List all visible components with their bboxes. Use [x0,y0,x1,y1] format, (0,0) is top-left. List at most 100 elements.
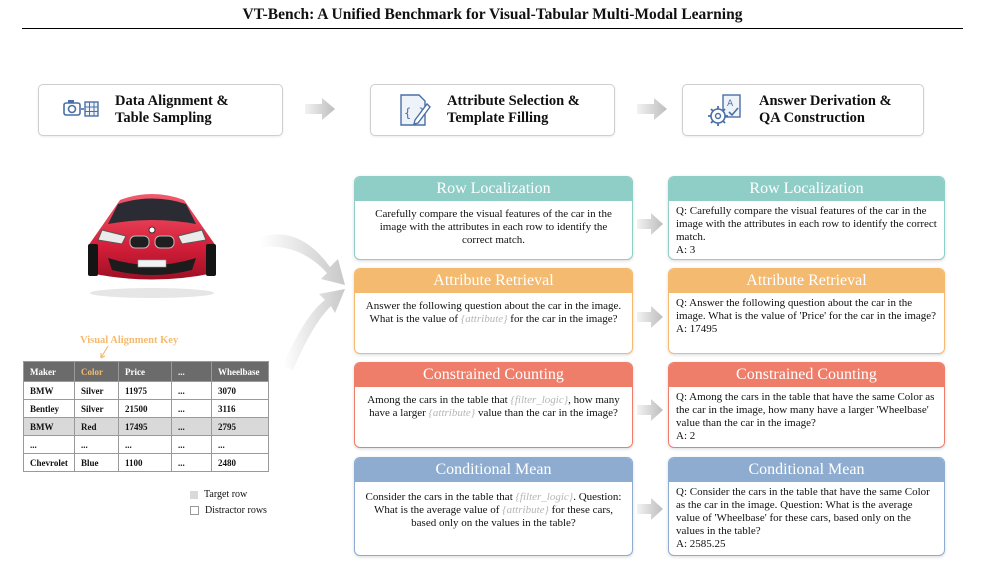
table-header: ... [172,362,212,382]
table-cell: Red [75,418,119,436]
stage-label: Attribute Selection & Template Filling [447,93,580,127]
gear-document-icon: A [705,90,745,130]
card-text: Among the cars in the table that {filter… [355,387,632,427]
card-text: Q: Carefully compare the visual features… [669,201,944,260]
stage-attribute-selection: { } Attribute Selection & Template Filli… [370,84,615,136]
table-row-target: BMW Red 17495 ... 2795 [24,418,269,436]
visual-alignment-key-label: Visual Alignment Key [80,335,178,346]
legend-swatch [190,506,199,515]
car-image [78,178,226,300]
stage-label-line: Template Filling [447,110,580,127]
table-header: Wheelbase [212,362,269,382]
stage-label-line: Attribute Selection & [447,93,580,110]
stage-answer-derivation: A Answer Derivation & QA Construction [682,84,924,136]
card-title: Conditional Mean [669,458,944,482]
flow-arrow [637,213,663,235]
card-title: Row Localization [669,177,944,201]
table-header: Maker [24,362,75,382]
card-text: Consider the cars in the table that {fil… [355,482,632,537]
table-cell: 3116 [212,400,269,418]
table-cell: ... [172,400,212,418]
card-text: Q: Answer the following question about t… [669,293,944,340]
key-pointer-icon [96,345,112,361]
svg-text:A: A [727,99,734,109]
question-text: Q: Answer the following question about t… [676,297,937,323]
question-text: Q: Among the cars in the table that have… [676,391,937,430]
table-row: ... ... ... ... ... [24,436,269,454]
table-cell: ... [119,436,172,454]
card-title: Attribute Retrieval [669,269,944,293]
table-cell: Bentley [24,400,75,418]
stage-arrow [305,98,335,120]
text-part: value than the car in the image? [475,407,618,419]
table-cell: Silver [75,400,119,418]
curved-arrows [255,215,355,375]
table-header: Color [75,362,119,382]
figure-title: VT-Bench: A Unified Benchmark for Visual… [0,6,985,24]
edit-braces-icon: { } [393,90,433,130]
stage-label-line: Answer Derivation & [759,93,892,110]
question-text: Q: Consider the cars in the table that h… [676,486,937,538]
legend-swatch [190,491,198,499]
table-header: Price [119,362,172,382]
card-title: Attribute Retrieval [355,269,632,293]
table-row: Bentley Silver 21500 ... 3116 [24,400,269,418]
camera-table-icon [61,90,101,130]
text-part: Among the cars in the table that [367,394,510,406]
template-card-constrained-counting: Constrained Counting Among the cars in t… [354,362,633,448]
stage-label: Data Alignment & Table Sampling [115,93,229,127]
flow-arrow [637,306,663,328]
template-card-attribute-retrieval: Attribute Retrieval Answer the following… [354,268,633,354]
table-cell: 1100 [119,454,172,472]
card-text: Answer the following question about the … [355,293,632,333]
answer-card-row-localization: Row Localization Q: Carefully compare th… [668,176,945,260]
table-cell: 2795 [212,418,269,436]
stage-label: Answer Derivation & QA Construction [759,93,892,127]
table-cell: ... [212,436,269,454]
stage-label-line: Table Sampling [115,110,229,127]
card-text: Q: Among the cars in the table that have… [669,387,944,447]
flow-arrow [637,399,663,421]
table-row: BMW Silver 11975 ... 3070 [24,382,269,400]
card-title: Constrained Counting [355,363,632,387]
table-row: Chevrolet Blue 1100 ... 2480 [24,454,269,472]
question-text: Q: Carefully compare the visual features… [676,205,937,244]
template-card-row-localization: Row Localization Carefully compare the v… [354,176,633,260]
text-part: Consider the cars in the table that [366,491,516,503]
table-cell: Blue [75,454,119,472]
answer-text: A: 17495 [676,323,937,336]
table-cell: BMW [24,382,75,400]
card-title: Constrained Counting [669,363,944,387]
template-variable: {attribute} [502,504,549,516]
table-cell: 11975 [119,382,172,400]
table-cell: ... [172,382,212,400]
stage-label-line: QA Construction [759,110,892,127]
stage-arrow [637,98,667,120]
template-variable: {filter_logic} [510,394,568,406]
template-variable: {filter_logic} [516,491,574,503]
table-header-row: Maker Color Price ... Wheelbase [24,362,269,382]
car-table: Maker Color Price ... Wheelbase BMW Silv… [23,361,269,472]
table-cell: ... [172,436,212,454]
title-rule [22,28,963,29]
card-text: Q: Consider the cars in the table that h… [669,482,944,555]
legend-label: Target row [204,489,247,500]
template-card-conditional-mean: Conditional Mean Consider the cars in th… [354,457,633,556]
table-cell: 17495 [119,418,172,436]
flow-arrow [637,498,663,520]
answer-card-constrained-counting: Constrained Counting Q: Among the cars i… [668,362,945,448]
table-cell: 21500 [119,400,172,418]
answer-text: A: 3 [676,244,937,257]
legend-label: Distractor rows [205,505,267,516]
table-cell: ... [172,418,212,436]
card-text: Carefully compare the visual features of… [355,201,632,254]
answer-text: A: 2 [676,430,937,443]
card-title: Conditional Mean [355,458,632,482]
legend-target-row: Target row [190,489,247,500]
answer-text: A: 2585.25 [676,538,937,551]
legend-distractor-rows: Distractor rows [190,505,267,516]
table-cell: Silver [75,382,119,400]
table-cell: ... [75,436,119,454]
table-cell: ... [24,436,75,454]
table-cell: 3070 [212,382,269,400]
